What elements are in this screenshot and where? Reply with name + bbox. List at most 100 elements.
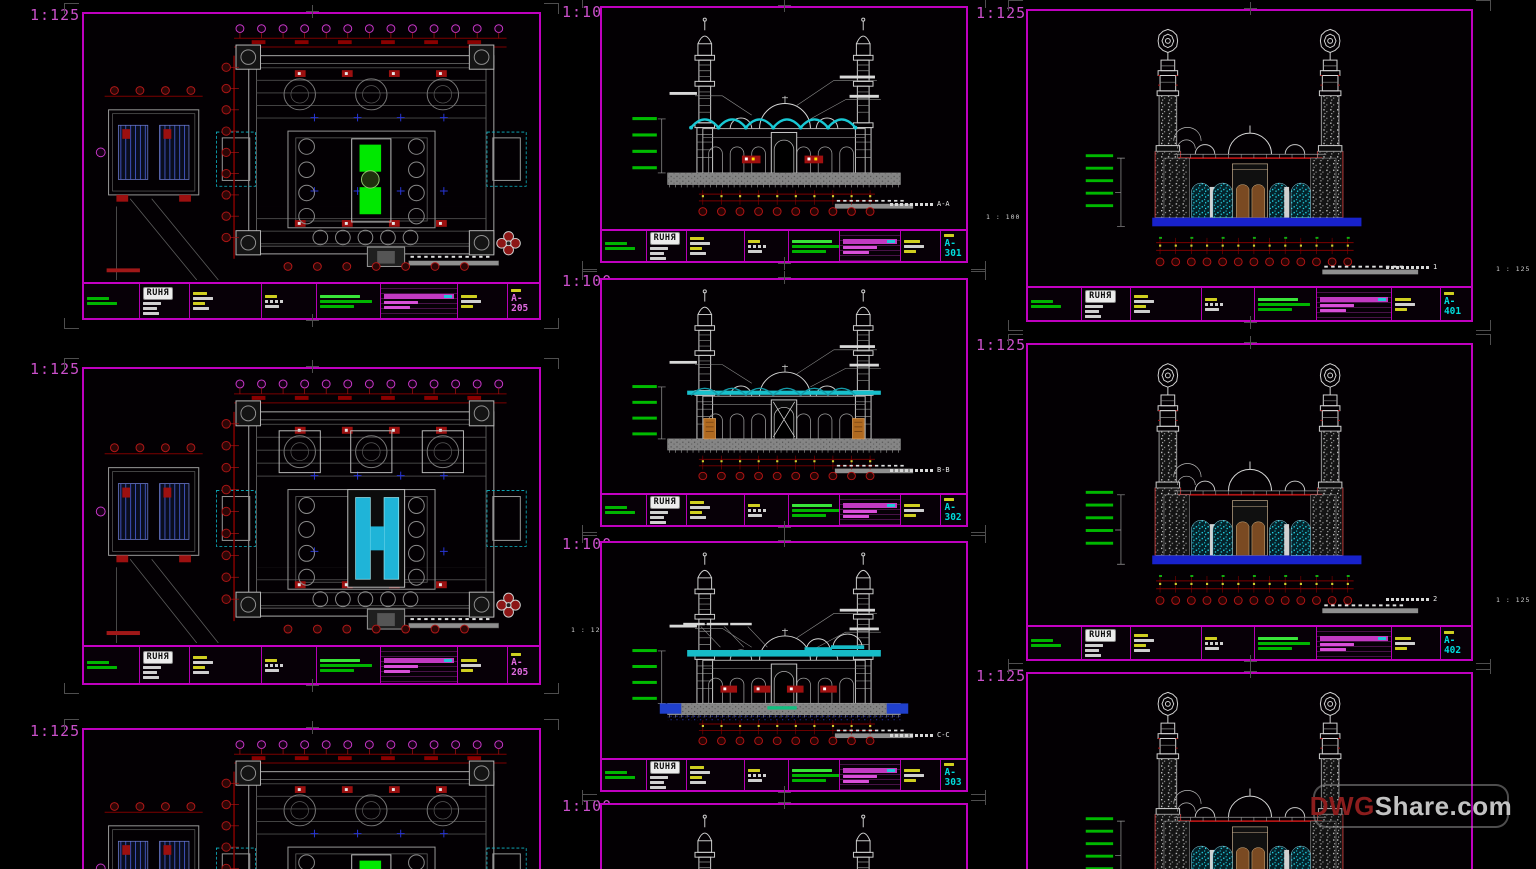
drawing-index-cell [1028, 627, 1081, 659]
sheet-number: A-205 [511, 657, 529, 678]
text-bar [1204, 646, 1219, 650]
drawing-index-cell [1028, 288, 1081, 320]
text-bar [649, 520, 666, 524]
text-bar [747, 778, 762, 782]
logo-cell: RUHЯ [138, 284, 189, 318]
elevation-drawing [605, 808, 963, 869]
text-bar [320, 299, 373, 303]
sheet-floor-plan-partial[interactable] [64, 719, 559, 869]
text-bar [747, 513, 762, 517]
ruha-logo: RUHЯ [649, 496, 681, 509]
crop-mark [971, 790, 986, 801]
crop-mark [544, 719, 559, 730]
text-bar [904, 513, 917, 517]
text-bar [1133, 300, 1154, 303]
section-drawing [1031, 14, 1468, 283]
text-bar [944, 234, 955, 237]
text-bar [791, 249, 826, 253]
sheet-a205-floor-plan-2[interactable]: RUHЯ A-205 [64, 358, 559, 694]
text-bar [649, 256, 666, 260]
sheet-a402-section-2[interactable]: 2 RUHЯ A-402 [1008, 334, 1491, 670]
revision-table [838, 231, 901, 261]
project-info-cell [188, 647, 262, 683]
text-bar [461, 299, 482, 303]
text-bar [791, 503, 832, 507]
logo-cell: RUHЯ [138, 647, 189, 683]
text-bar [142, 306, 157, 310]
text-bar [265, 663, 286, 667]
text-bar [791, 778, 826, 782]
sheet-section-partial[interactable] [1008, 663, 1491, 869]
drawing-info-cell [743, 231, 788, 261]
text-bar [842, 779, 869, 783]
text-bar [904, 239, 921, 243]
crop-mark [971, 269, 986, 280]
text-bar [689, 781, 706, 784]
project-info-cell [685, 231, 744, 261]
sheet-a303-elevation-cc[interactable]: C-C RUHЯ A-303 [582, 532, 986, 801]
drawing-info-cell [261, 647, 316, 683]
text-bar [1443, 292, 1454, 295]
crop-mark [1476, 320, 1491, 331]
text-bar [1031, 639, 1053, 642]
text-bar [1443, 631, 1454, 634]
sheet-a301-elevation-aa[interactable]: A-A RUHЯ A-301 [582, 0, 986, 272]
issue-info-cell [457, 647, 507, 683]
sheet-a205-floor-plan-1[interactable]: RUHЯ A-205 [64, 3, 559, 329]
crop-mark [544, 683, 559, 694]
text-bar [142, 675, 159, 679]
sheet-number: A-302 [944, 502, 962, 523]
ruha-logo: RUHЯ [649, 761, 681, 774]
revision-header [383, 657, 455, 663]
title-block: RUHЯ A-205 [84, 645, 539, 683]
ruha-logo: RUHЯ [142, 651, 174, 664]
drawing-index-cell [602, 495, 646, 525]
text-bar [747, 239, 760, 243]
text-bar [1133, 634, 1148, 637]
title-block: RUHЯ A-302 [602, 493, 966, 525]
title-block: RUHЯ A-401 [1028, 286, 1471, 320]
text-bar [1395, 302, 1416, 306]
crop-mark [1476, 334, 1491, 345]
text-bar [461, 658, 478, 662]
project-title-cell [787, 231, 839, 261]
crop-mark [544, 3, 559, 14]
text-bar [747, 773, 768, 777]
crop-mark [64, 683, 79, 694]
view-reference-label: A-A [890, 200, 950, 208]
floor-plan-drawing [87, 17, 536, 280]
sheet-a401-section-1[interactable]: 1 RUHЯ A-401 [1008, 0, 1491, 331]
scale-note: 1 : 125 [571, 626, 606, 634]
text-bar [1133, 305, 1146, 308]
text-bar [1085, 643, 1104, 647]
sheet-elevation-partial[interactable] [582, 794, 986, 869]
project-info-cell [1129, 627, 1201, 659]
text-bar [689, 511, 702, 514]
text-bar [265, 668, 280, 672]
text-bar [649, 246, 668, 250]
text-bar [192, 302, 205, 305]
floor-plan-drawing [87, 733, 536, 869]
sheet-number: A-402 [1443, 635, 1462, 656]
watermark-prefix: DWG [1309, 790, 1375, 821]
logo-cell: RUHЯ [645, 495, 686, 525]
text-bar [904, 249, 917, 253]
text-bar [461, 294, 478, 298]
text-bar [1257, 641, 1310, 645]
text-bar [1204, 297, 1217, 301]
text-bar [649, 775, 668, 779]
issue-info-cell [900, 495, 940, 525]
drawing-info-cell [743, 495, 788, 525]
project-title-cell [316, 284, 380, 318]
project-title-cell [316, 647, 380, 683]
text-bar [1395, 307, 1408, 311]
drawing-index-cell [602, 760, 646, 790]
section-drawing [1031, 348, 1468, 622]
text-bar [1319, 642, 1354, 646]
text-bar [1395, 646, 1408, 650]
project-title-cell [1253, 288, 1316, 320]
text-bar [605, 511, 635, 514]
text-bar [747, 503, 760, 507]
sheet-a302-elevation-bb[interactable]: B-B RUHЯ A-302 [582, 269, 986, 536]
